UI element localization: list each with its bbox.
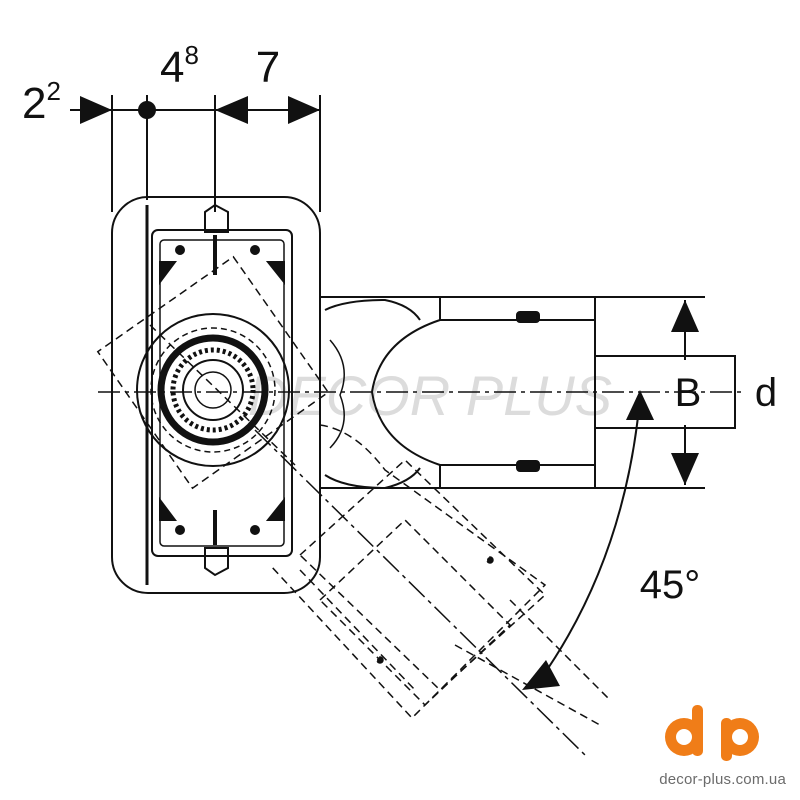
dim-right-label: 7 (256, 43, 280, 92)
dim-left-sup: 2 (46, 76, 60, 106)
top-dimension-lines (70, 95, 321, 212)
dim-left-value: 2 (22, 79, 46, 128)
housing-box (111, 196, 321, 594)
label-angle: 45° (640, 563, 701, 607)
angle-arrow-bottom (522, 660, 560, 690)
watermark-text: DECOR PLUS (248, 364, 612, 427)
dim-left-label: 22 (22, 76, 61, 128)
brand-url[interactable]: decor-plus.com.ua (659, 771, 786, 788)
label-d: d (755, 371, 777, 415)
dim-middle-sup: 8 (184, 40, 198, 70)
label-B: B (675, 371, 702, 415)
angle-arc (539, 397, 641, 681)
top-dimension-arrows (80, 96, 320, 124)
brand-logo (642, 701, 782, 766)
dimension-B-arrows (671, 300, 699, 485)
round-outlet (136, 313, 290, 467)
dp-logo-icon (665, 705, 759, 761)
center-dot (138, 101, 156, 119)
angle-arrow-top (626, 390, 654, 420)
dim-middle-label: 48 (160, 40, 199, 92)
angled-center-line (254, 429, 586, 756)
rotated-ghost-outline (96, 255, 330, 490)
dim-middle-value: 4 (160, 43, 184, 92)
